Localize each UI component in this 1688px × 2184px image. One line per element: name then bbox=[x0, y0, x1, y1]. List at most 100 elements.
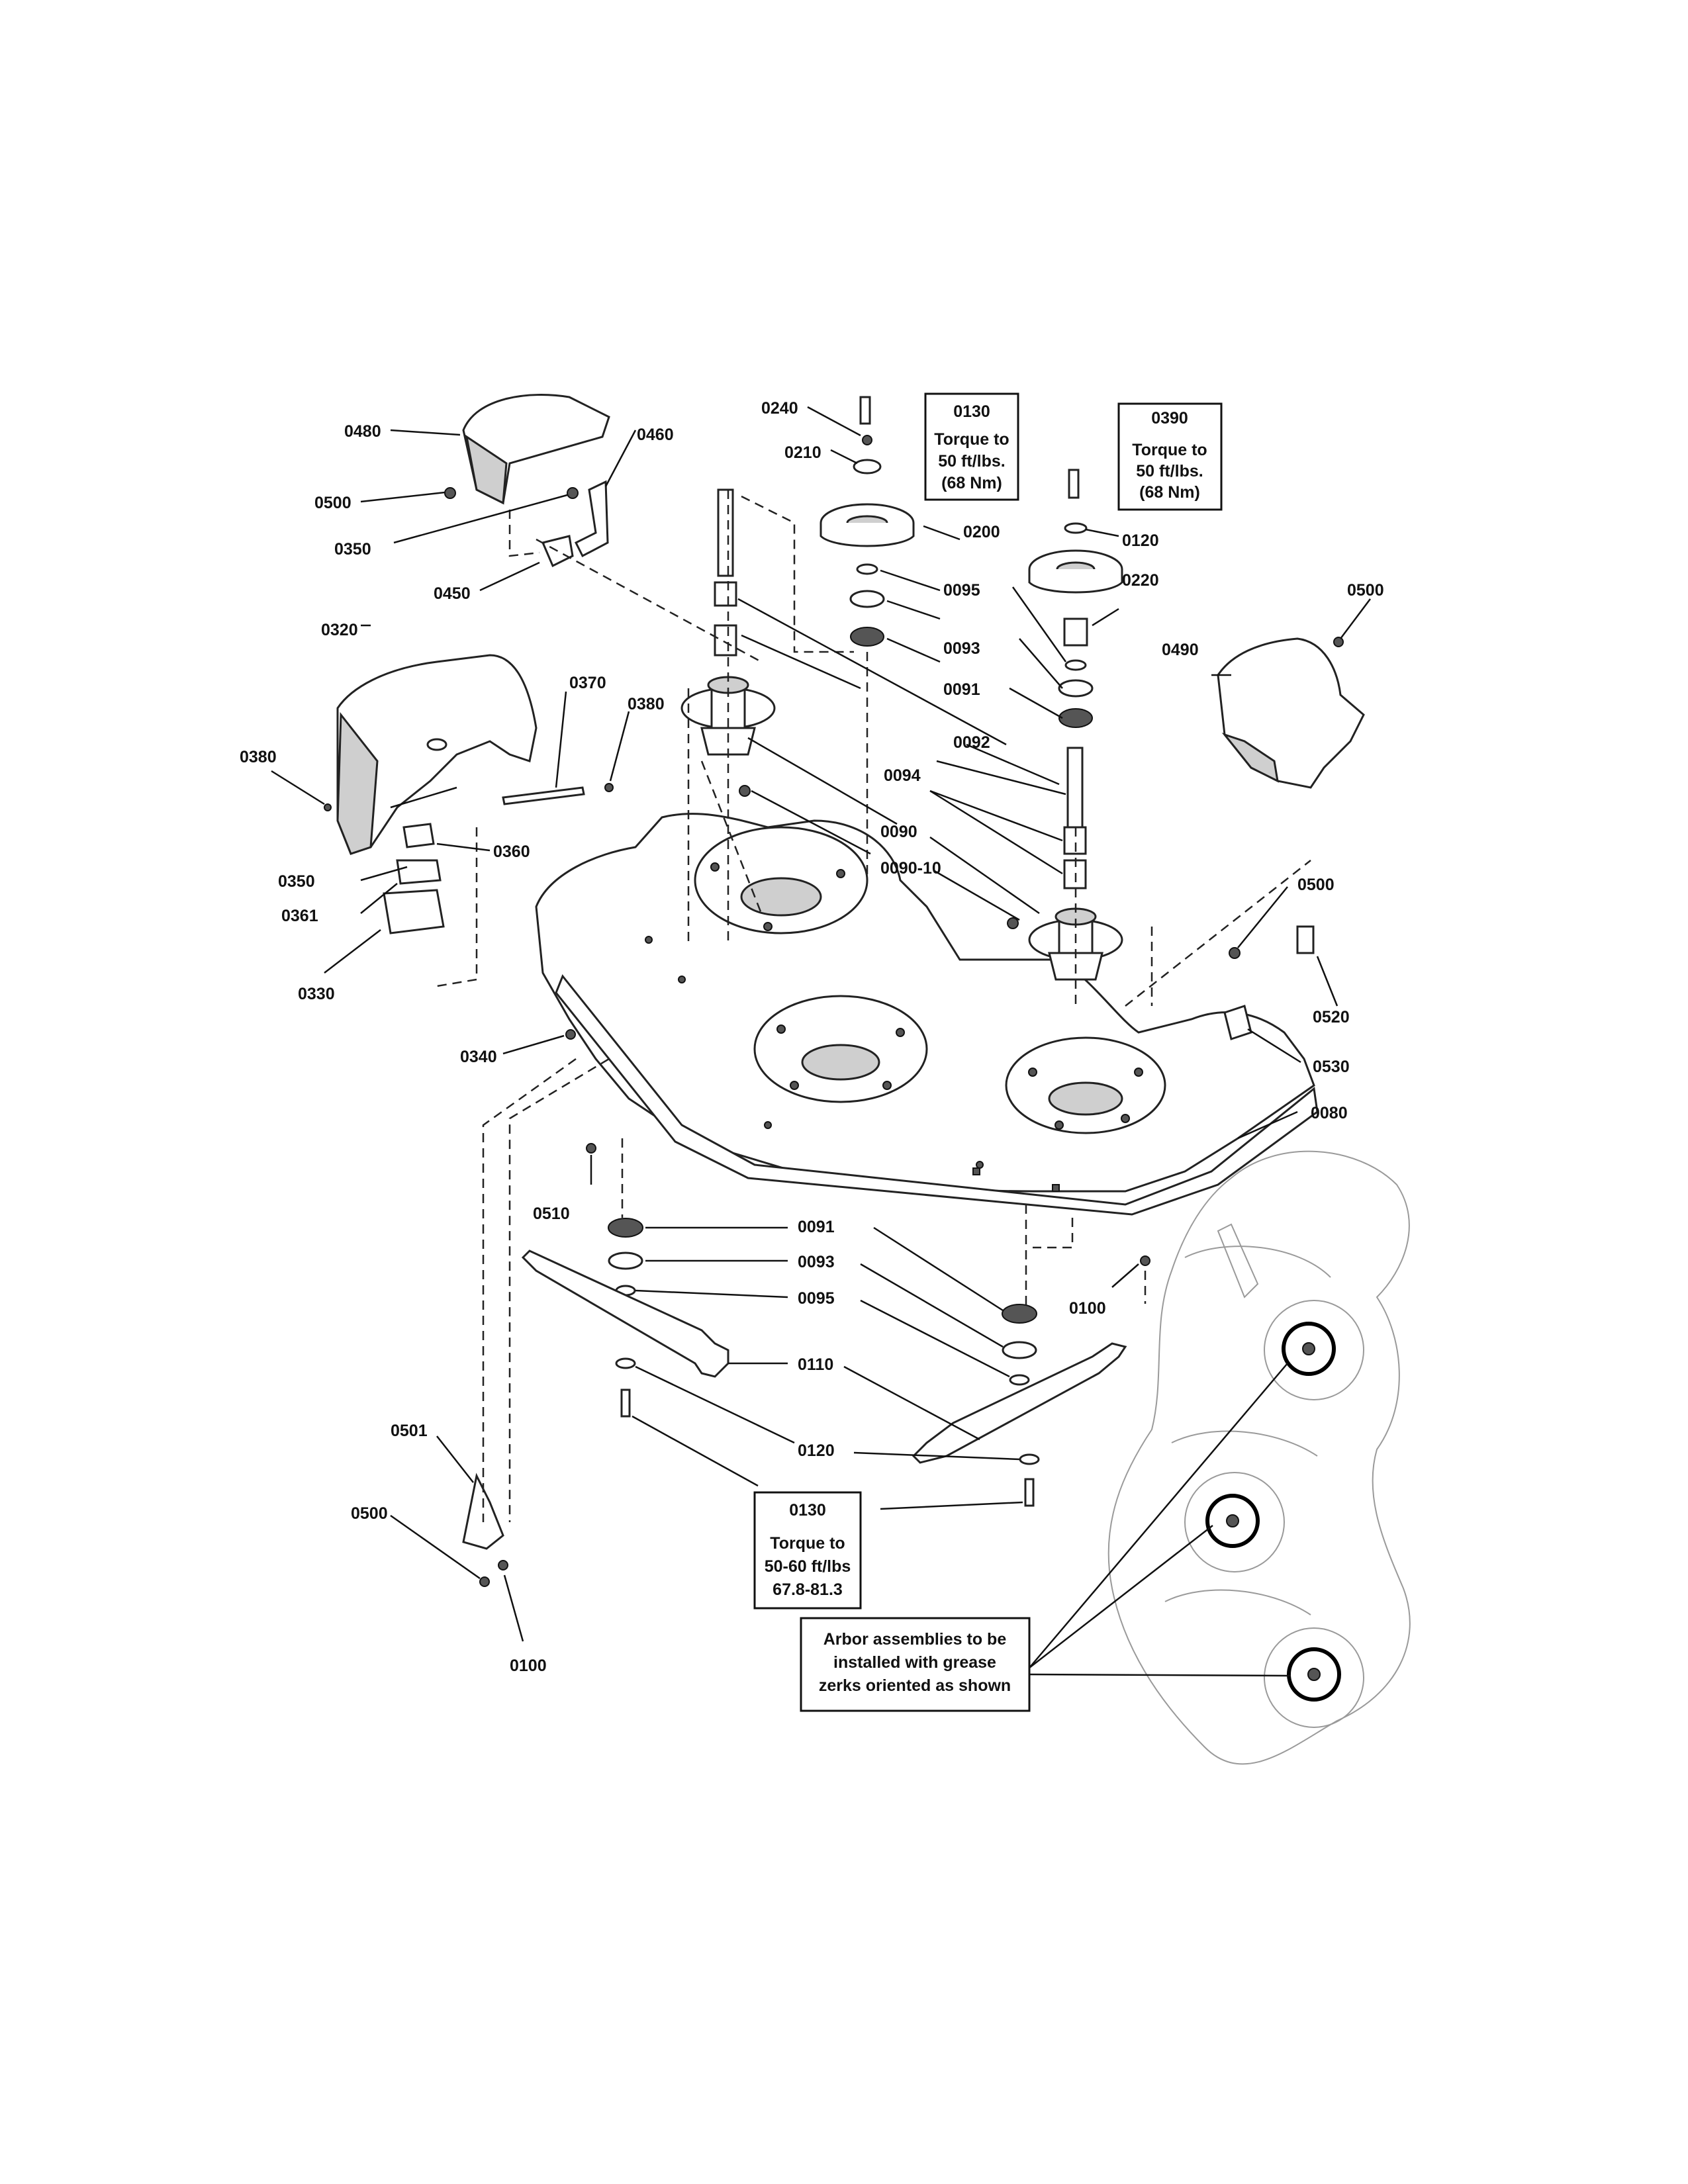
callout-0120-top: 0120 bbox=[1122, 531, 1159, 550]
washer-0095-top bbox=[856, 563, 878, 575]
seal-0093-top bbox=[849, 590, 885, 608]
blade-0110-right bbox=[912, 1342, 1127, 1464]
note-0130-bottom-part: 0130 bbox=[789, 1501, 826, 1520]
callout-0120-lower: 0120 bbox=[798, 1441, 835, 1460]
callout-0380-left: 0380 bbox=[240, 748, 277, 766]
zerk-0090-10-right-icon bbox=[1007, 917, 1019, 929]
callout-0340: 0340 bbox=[460, 1048, 497, 1066]
spacer-0094-upper-b bbox=[714, 624, 737, 657]
bracket-0361 bbox=[396, 859, 442, 885]
note-0130-bottom-line3: 67.8-81.3 bbox=[773, 1580, 843, 1599]
bearing-0091-top bbox=[850, 627, 884, 647]
screw-0100-right-icon bbox=[1140, 1255, 1150, 1266]
bearing-0091-lower-left bbox=[608, 1218, 643, 1238]
washer-0210 bbox=[853, 459, 882, 475]
callout-0320: 0320 bbox=[321, 621, 358, 639]
guard-0501 bbox=[462, 1473, 504, 1550]
screw-0350-icon bbox=[567, 487, 579, 499]
callout-0350-mid: 0350 bbox=[278, 872, 315, 891]
callout-0090-10: 0090-10 bbox=[880, 859, 941, 878]
torque-note-0130-bottom-box bbox=[753, 1491, 862, 1610]
callout-0091-top: 0091 bbox=[943, 680, 980, 699]
callout-0095-top: 0095 bbox=[943, 581, 980, 600]
callout-0110: 0110 bbox=[798, 1355, 833, 1374]
callout-0520: 0520 bbox=[1313, 1008, 1350, 1026]
callout-0090: 0090 bbox=[880, 823, 917, 841]
callout-0380-right: 0380 bbox=[628, 695, 665, 713]
screw-0340-icon bbox=[565, 1029, 576, 1040]
screw-0500-lower-icon bbox=[479, 1576, 490, 1587]
note-0390-part: 0390 bbox=[1151, 409, 1188, 428]
callout-0500-lower: 0500 bbox=[351, 1504, 388, 1523]
bearing-0091-right bbox=[1058, 708, 1093, 728]
callout-0092: 0092 bbox=[953, 733, 990, 752]
callout-0501: 0501 bbox=[391, 1422, 428, 1440]
note-0390-line3: (68 Nm) bbox=[1139, 483, 1200, 502]
grease-zerk-marker-middle bbox=[1205, 1494, 1260, 1548]
washer-0095-right bbox=[1064, 659, 1087, 671]
callout-0510: 0510 bbox=[533, 1205, 570, 1223]
torque-note-0390-box bbox=[1117, 402, 1223, 511]
leader-lines bbox=[271, 406, 1371, 1677]
callout-0100-lower: 0100 bbox=[510, 1657, 547, 1675]
zerk-0090-10-icon bbox=[739, 785, 751, 797]
bolt-0130-lower-left-icon bbox=[620, 1388, 631, 1418]
shaft-upper-left bbox=[717, 488, 734, 577]
pin-0380-right-icon bbox=[604, 783, 614, 792]
callout-0093-lower: 0093 bbox=[798, 1253, 835, 1271]
note-0390-line1: Torque to bbox=[1132, 441, 1207, 459]
grease-zerk-marker-top bbox=[1282, 1322, 1336, 1376]
callout-0330: 0330 bbox=[298, 985, 335, 1003]
note-0130-top-line1: Torque to bbox=[934, 430, 1009, 449]
note-0390-line2: 50 ft/lbs. bbox=[1136, 462, 1203, 480]
seal-0093-lower-right bbox=[1002, 1341, 1037, 1359]
callout-0490: 0490 bbox=[1162, 641, 1199, 659]
callout-0100-right: 0100 bbox=[1069, 1299, 1106, 1318]
seal-0093-right bbox=[1058, 679, 1094, 698]
pivot-rod-0370 bbox=[502, 786, 585, 805]
bolt-0130-top-icon bbox=[859, 396, 871, 425]
callout-0500-top-right: 0500 bbox=[1347, 581, 1384, 600]
spacer-0094-upper-a bbox=[714, 581, 737, 607]
spacer-0220 bbox=[1063, 617, 1088, 647]
mower-deck-housing bbox=[535, 813, 1319, 1216]
discharge-chute-0320 bbox=[336, 654, 538, 855]
torque-note-0130-top-box bbox=[924, 392, 1019, 501]
callout-0530: 0530 bbox=[1313, 1058, 1350, 1076]
callout-0210: 0210 bbox=[784, 443, 821, 462]
seal-0093-lower-left bbox=[608, 1251, 643, 1270]
callout-0350-top: 0350 bbox=[334, 540, 371, 559]
callout-0450: 0450 bbox=[434, 584, 471, 603]
screw-0500-icon bbox=[444, 487, 456, 499]
callout-0500-right: 0500 bbox=[1297, 876, 1335, 894]
nut-0240-icon bbox=[862, 435, 872, 445]
screw-0500-idler-icon bbox=[1229, 947, 1241, 959]
callout-0360: 0360 bbox=[493, 842, 530, 861]
note-0130-top-line3: (68 Nm) bbox=[941, 474, 1002, 492]
washer-0120-lower-left bbox=[615, 1357, 636, 1369]
grease-zerk-top-icon bbox=[1302, 1342, 1315, 1355]
arbor-note-box bbox=[800, 1617, 1031, 1712]
callout-0094: 0094 bbox=[884, 766, 921, 785]
screw-0510-icon bbox=[586, 1143, 596, 1154]
callout-0500-top-left: 0500 bbox=[314, 494, 352, 512]
grease-zerk-bottom-icon bbox=[1307, 1668, 1321, 1681]
note-0130-top-part: 0130 bbox=[953, 402, 990, 421]
callout-0080: 0080 bbox=[1311, 1104, 1348, 1122]
washer-0120-top bbox=[1064, 522, 1088, 534]
pin-0380-left-icon bbox=[324, 803, 332, 811]
callout-0370: 0370 bbox=[569, 674, 606, 692]
bolt-0390-icon bbox=[1068, 469, 1080, 499]
grease-zerk-reference-view bbox=[1107, 1150, 1411, 1765]
grease-zerk-middle-icon bbox=[1226, 1514, 1239, 1527]
belt-cover-0490 bbox=[1217, 637, 1365, 789]
spring-0360 bbox=[402, 823, 435, 848]
grease-zerk-marker-bottom bbox=[1287, 1647, 1341, 1702]
screw-0500-right-icon bbox=[1333, 637, 1344, 647]
arbor-note-line3: zerks oriented as shown bbox=[819, 1676, 1011, 1695]
callout-0240: 0240 bbox=[761, 399, 798, 418]
note-0130-top-line2: 50 ft/lbs. bbox=[938, 452, 1005, 471]
washer-0095-lower-right bbox=[1009, 1374, 1030, 1386]
bearing-0091-lower-right bbox=[1002, 1304, 1037, 1324]
callout-0091-lower: 0091 bbox=[798, 1218, 835, 1236]
